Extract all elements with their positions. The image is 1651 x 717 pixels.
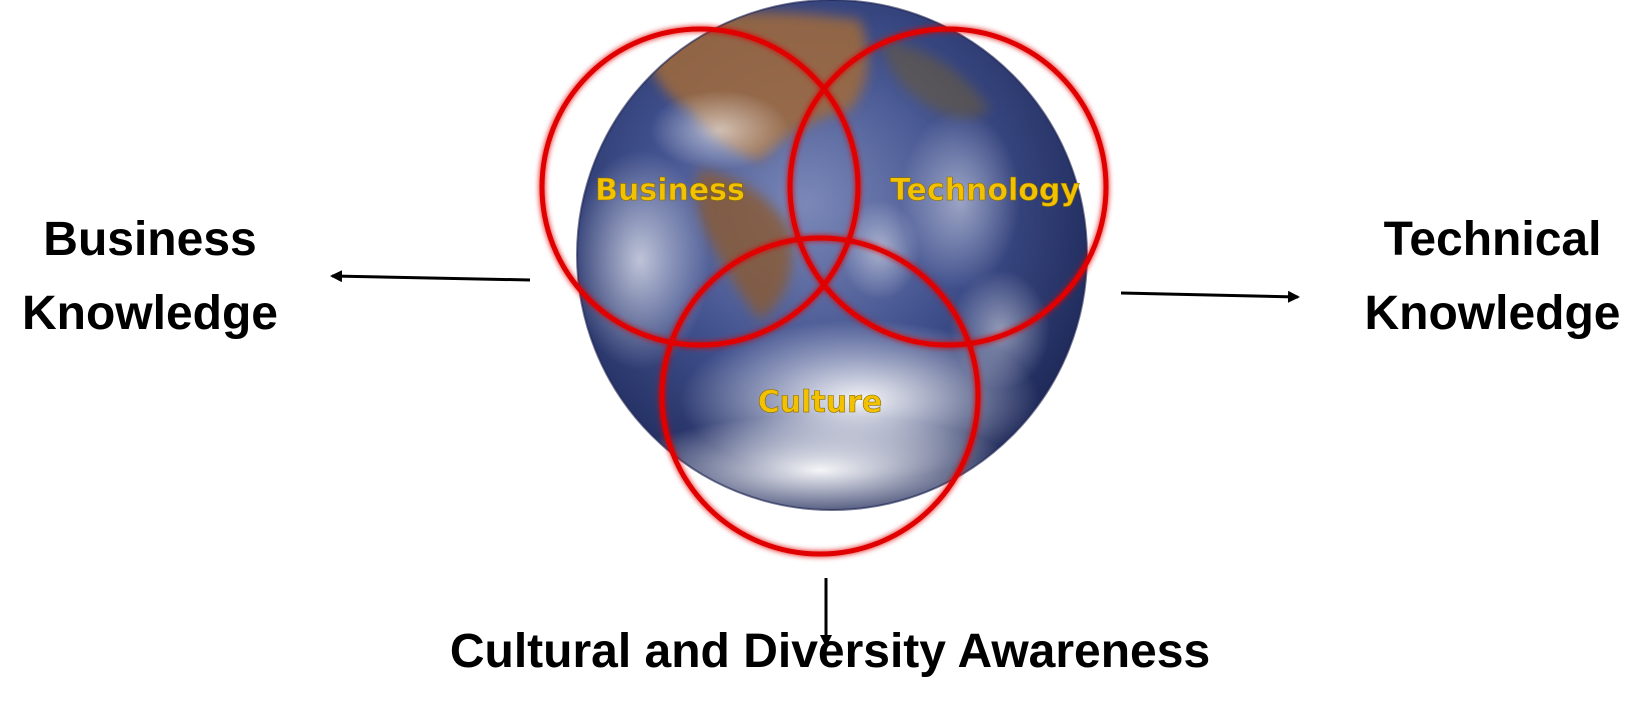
business-circle: [539, 26, 861, 348]
business-knowledge-line1: Business: [43, 213, 257, 266]
venn-label-technology: Technology: [890, 173, 1080, 208]
cultural-diversity-awareness-label: Cultural and Diversity Awareness: [449, 625, 1211, 678]
culture-circle: [659, 235, 981, 557]
technology-circle: [787, 26, 1109, 348]
arrow-left: [330, 270, 531, 283]
venn-label-business: Business: [595, 173, 745, 208]
technical-knowledge-line2: Knowledge: [1364, 287, 1621, 340]
business-knowledge-label: Business Knowledge: [0, 203, 300, 351]
technical-knowledge-label: Technical Knowledge: [1340, 203, 1645, 351]
business-knowledge-line2: Knowledge: [21, 287, 278, 340]
venn-label-culture: Culture: [758, 385, 883, 420]
earth-globe-icon: [576, 0, 1088, 511]
arrow-right: [1120, 290, 1300, 303]
venn-circles: [539, 26, 1109, 557]
technical-knowledge-line1: Technical: [1383, 213, 1602, 266]
